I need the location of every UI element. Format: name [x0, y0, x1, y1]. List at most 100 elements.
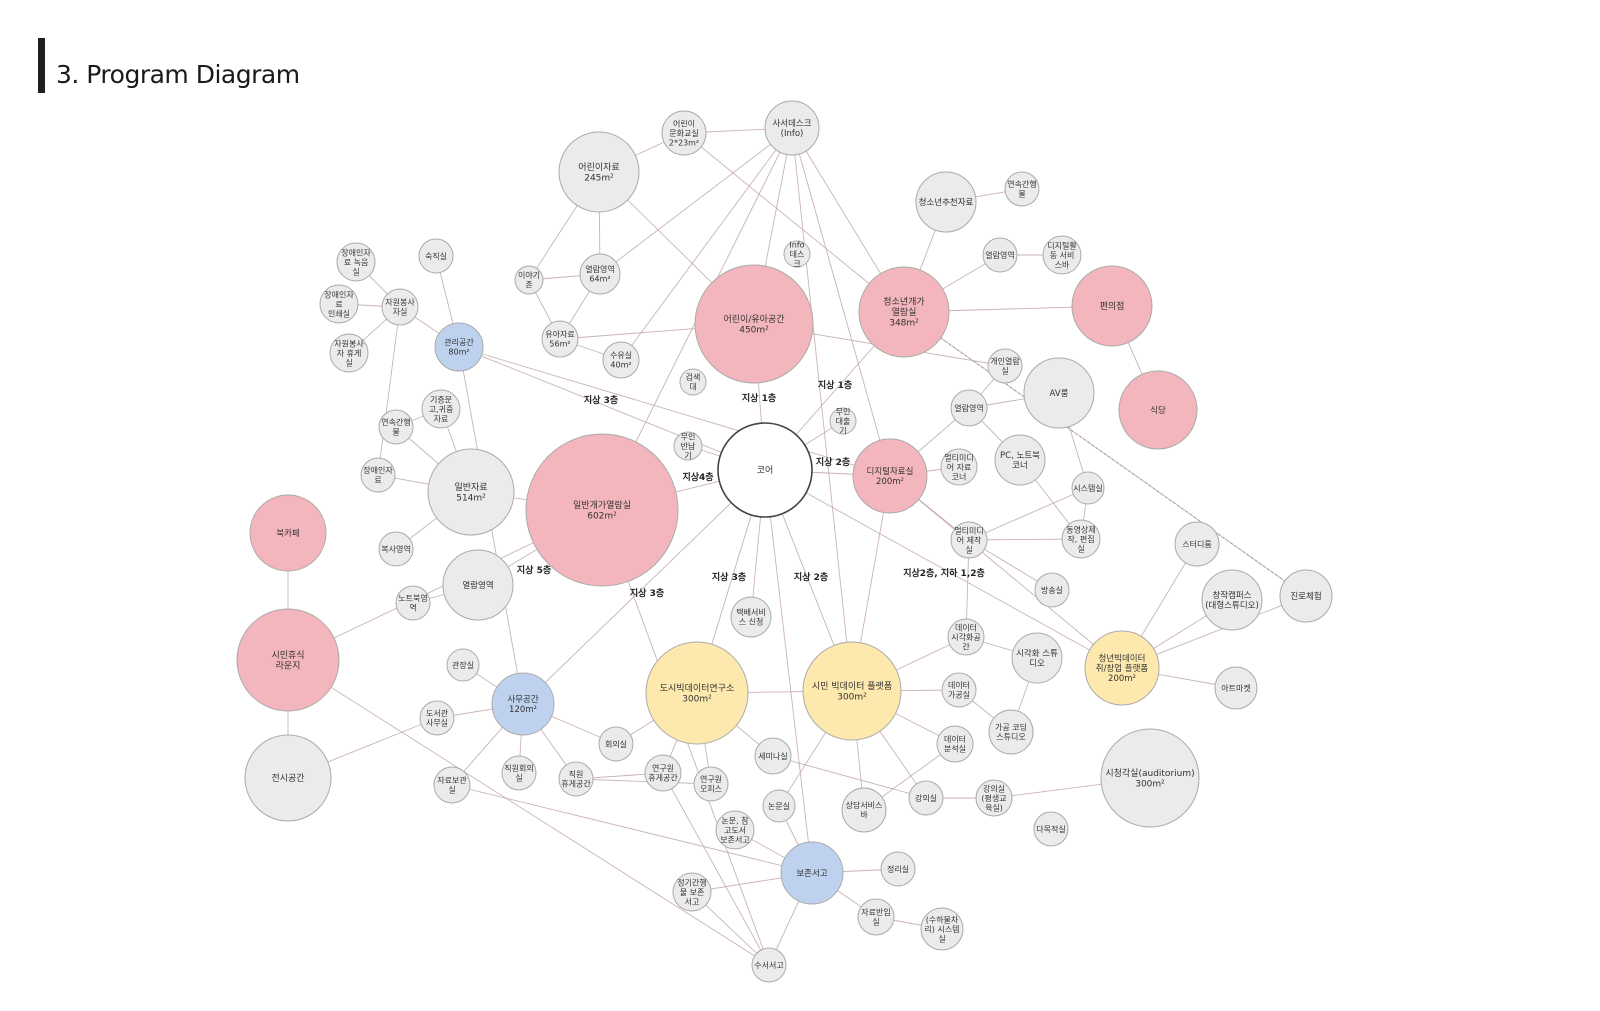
- node-circle-libraryoffice: [419, 700, 455, 736]
- node-label-thesis: 고도서: [724, 826, 746, 835]
- node-label-mgmt: 80m²: [448, 348, 469, 357]
- node-label-kidsclass: 어린이: [673, 118, 695, 128]
- node-label-infant: 56m²: [549, 340, 570, 349]
- link-lounge-repair: [287, 659, 770, 966]
- node-circle-thesis: [715, 810, 755, 850]
- node-circle-duty: [418, 238, 454, 274]
- node-label-selfloan: 기: [839, 426, 846, 435]
- node-circle-search: [679, 368, 707, 396]
- node-circle-returns: [857, 898, 895, 936]
- node-circle-lecture: [908, 780, 944, 816]
- node-label-returns: 자료반입: [861, 908, 890, 917]
- node-label-genmaterial: 일반자료: [454, 482, 487, 493]
- node-label-analysis: 데이터: [944, 734, 966, 744]
- node-label-reading2: 열람영역: [954, 403, 983, 413]
- node-discussion: 논문실: [762, 789, 796, 823]
- link-core-startup: [764, 469, 1123, 669]
- node-label-reading64: 64m²: [589, 275, 610, 284]
- node-label-startup: 청년빅데이터: [1099, 653, 1146, 664]
- node-meeting: 회의실: [598, 726, 634, 762]
- node-label-laptop: 역: [409, 603, 416, 613]
- node-label-reading1: 열람영역: [985, 250, 1014, 260]
- node-circle-research_office: [693, 766, 729, 802]
- node-label-studyroom: 스터디룸: [1182, 540, 1211, 549]
- node-label-multiprod: 멀티미디: [954, 526, 983, 535]
- node-label-multires: 어 자료: [947, 462, 972, 472]
- node-reading2: 열람영역: [950, 389, 988, 427]
- node-label-nursing: 40m²: [610, 361, 631, 370]
- link-system-multiprod: [968, 487, 1089, 541]
- node-circle-bookcafe: [249, 494, 327, 572]
- node-label-laptop: 노트북영: [398, 593, 427, 603]
- node-circle-campus: [1201, 569, 1263, 631]
- node-label-personal: 실: [1001, 366, 1008, 376]
- node-circle-meeting: [598, 726, 634, 762]
- node-label-lifelong: 육실): [985, 802, 1003, 812]
- node-label-dis_print: 장애인자: [324, 289, 354, 299]
- node-circle-story: [514, 265, 544, 295]
- node-label-dataproc: 가공실: [948, 690, 970, 700]
- node-label-director: 관장실: [452, 660, 474, 670]
- node-label-campus: (대형스튜디오): [1205, 601, 1259, 611]
- node-label-general: 602m²: [587, 511, 617, 521]
- floor-label: 지상 1층: [818, 379, 852, 391]
- node-label-dis_rec: 료 녹음: [344, 258, 369, 267]
- node-label-youth: 청소년개가: [883, 297, 924, 308]
- node-label-serial1: 연속간행: [1007, 179, 1036, 189]
- node-circle-reading1: [982, 237, 1018, 273]
- node-label-genmaterial: 514m²: [456, 493, 486, 503]
- node-teenrec: 청소년추천자료: [915, 171, 977, 233]
- node-label-vizstudio: 디오: [1029, 659, 1045, 669]
- node-circle-general: [525, 433, 679, 587]
- node-system: 시스템실: [1071, 471, 1105, 505]
- node-lecture: 강의실: [908, 780, 944, 816]
- node-label-coding: 스튜디오: [996, 733, 1025, 742]
- node-circle-archive: [780, 841, 844, 905]
- node-artmarket: 아트마켓: [1214, 666, 1258, 710]
- node-label-selfloan: 무인: [836, 406, 851, 416]
- node-label-digital: 200m²: [876, 477, 904, 487]
- node-label-youth: 348m²: [889, 319, 919, 329]
- link-volunteer-disabled: [377, 306, 401, 476]
- node-label-infodesk: 사서데스크: [772, 119, 811, 129]
- node-circle-reading3: [442, 549, 514, 621]
- node-circle-citizen: [802, 641, 902, 741]
- node-label-disabled: 료: [374, 476, 381, 485]
- node-circle-kids: [694, 264, 814, 384]
- node-circle-office: [491, 672, 555, 736]
- node-circle-copy: [378, 531, 414, 567]
- node-duty: 숙직실: [418, 238, 454, 274]
- node-circle-startup: [1084, 630, 1160, 706]
- node-label-dis_print: 료: [335, 300, 342, 309]
- node-seminar: 세미나실: [754, 737, 792, 775]
- node-circle-broadcast: [1034, 572, 1070, 608]
- node-label-kidsdata: 245m²: [584, 173, 614, 183]
- node-multipurpose: 다목적실: [1033, 811, 1069, 847]
- node-circle-laptop: [395, 585, 431, 621]
- node-circle-infodesk: [764, 100, 820, 156]
- node-label-kidsclass: 2*23m²: [669, 138, 699, 147]
- floor-label: 지상 5층: [517, 564, 551, 576]
- node-circle-urban: [645, 641, 749, 745]
- node-studyroom: 스터디룸: [1174, 521, 1220, 567]
- node-repair: 수서서고: [751, 947, 787, 983]
- node-circle-disabled: [360, 457, 396, 493]
- node-label-selfloan: 대출: [836, 416, 851, 426]
